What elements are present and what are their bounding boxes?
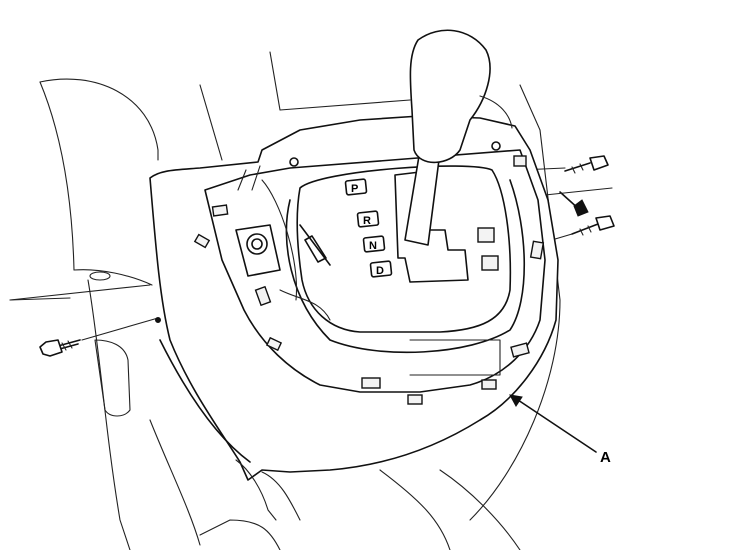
gear-indicator-list: P R N D [344,178,393,278]
callout-a: A [509,394,611,466]
background-interior-outline [9,51,561,550]
shift-mechanism [235,165,501,376]
gear-label-d: D [376,265,384,277]
screw-right-bottom [571,215,615,236]
gear-label-p: P [351,183,358,195]
lower-console-edges [199,459,521,550]
gear-indicator-n: N [362,235,386,253]
shift-lever [404,29,513,246]
gear-indicator-d: D [369,260,393,278]
callout-a-leader [511,395,597,453]
gear-indicator-p: P [344,178,368,196]
gear-label-n: N [369,240,377,252]
screws [39,155,615,357]
gear-label-r: R [363,215,371,227]
callout-a-label: A [600,449,611,466]
screw-left [39,339,81,357]
gear-indicator-r: R [356,210,380,228]
screw-right-top [564,155,609,174]
callout-a-arrowhead [509,394,523,407]
screw-right-middle [559,191,589,217]
